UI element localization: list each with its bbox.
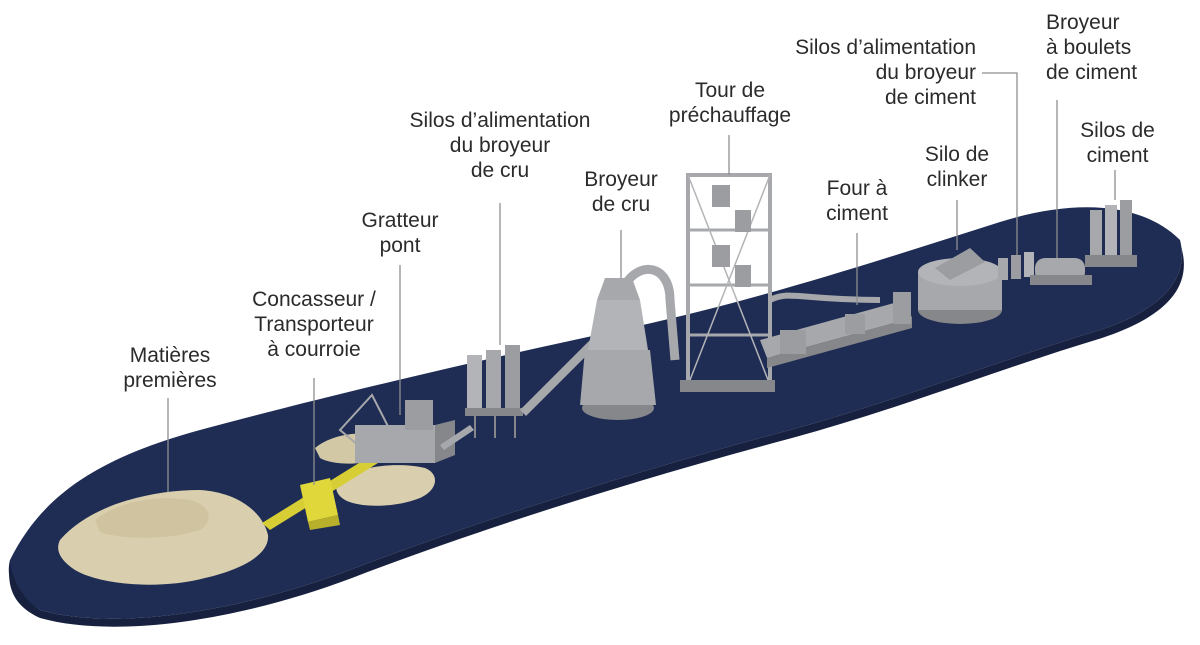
leader-lines: [167, 72, 1116, 492]
raw-mill-feed-silos-machine: [465, 345, 523, 438]
cement-mill-feed-silos-machine: [998, 252, 1034, 280]
clinker-silo-machine: [918, 248, 1002, 324]
label-raw-mill: Broyeur de cru: [584, 168, 658, 216]
label-clinker-silo: Silo de clinker: [924, 143, 990, 191]
label-cement-silos: Silos de ciment: [1080, 119, 1155, 167]
label-raw-mill-feed-silos: Silos d’alimentation du broyeur de cru: [409, 109, 591, 182]
label-crusher-conveyor: Concasseur / Transporteur à courroie: [252, 288, 376, 361]
leader-cement-mill-feed-silos: [982, 72, 1018, 255]
conveyor-to-feed-silos: [440, 425, 474, 450]
label-cement-kiln: Four à ciment: [826, 177, 888, 225]
crusher-conveyor-machine: [262, 450, 386, 530]
conveyor-to-raw-mill: [520, 340, 596, 416]
label-cement-ball-mill: Broyeur à boulets de ciment: [1046, 11, 1138, 84]
raw-mill-machine: [580, 264, 680, 420]
label-raw-materials: Matières premières: [123, 344, 217, 392]
label-bridge-scraper: Gratteur pont: [361, 209, 439, 257]
raw-materials-pile: [58, 433, 436, 585]
cement-silos-machine: [1085, 200, 1137, 267]
cement-kiln-machine: [760, 292, 912, 368]
label-cement-mill-feed-silos: Silos d’alimentation du broyeur de cimen…: [795, 36, 976, 109]
bridge-scraper-machine: [338, 393, 455, 463]
cement-ball-mill-machine: [1030, 258, 1092, 285]
label-preheater-tower: Tour de préchauffage: [668, 79, 792, 127]
